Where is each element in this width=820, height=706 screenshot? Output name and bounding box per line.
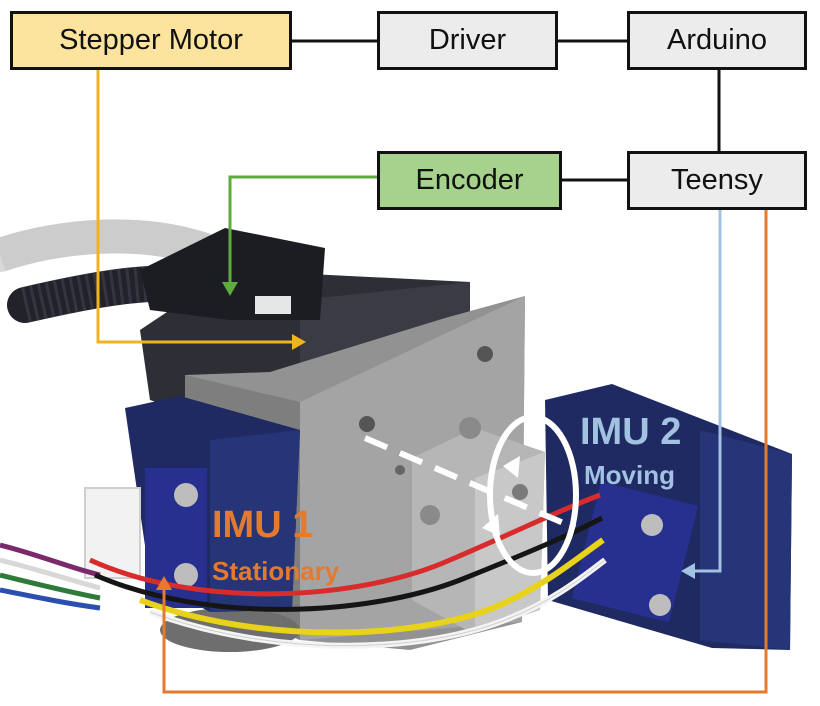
imu1-subtitle: Stationary	[212, 556, 340, 586]
imu2-board	[571, 481, 699, 623]
driver-box: Driver	[377, 11, 558, 70]
wire-bundle-left	[0, 542, 101, 578]
encoder-label: Encoder	[415, 164, 524, 196]
arduino-label: Arduino	[667, 24, 767, 56]
teensy-box: Teensy	[627, 151, 807, 210]
stepper-motor-label: Stepper Motor	[59, 24, 243, 56]
imu2-title: IMU 2	[580, 411, 682, 453]
wire-black	[94, 515, 604, 612]
imu2-subtitle: Moving	[584, 460, 675, 490]
imu1-signal-line	[162, 209, 768, 694]
imu2-signal-line	[693, 209, 722, 573]
imu1-title: IMU 1	[212, 504, 314, 546]
imu2-arrowhead	[681, 563, 695, 579]
encoder-signal-line	[228, 175, 378, 286]
arduino-box: Arduino	[627, 11, 807, 70]
driver-label: Driver	[428, 24, 507, 56]
wire-yellow	[138, 537, 605, 636]
encoder-arrowhead	[222, 282, 238, 296]
teensy-label: Teensy	[671, 164, 763, 196]
rotation-arrow	[487, 414, 579, 576]
gray-cable	[0, 219, 222, 272]
stepper-signal-line	[96, 70, 295, 344]
encoder-box: Encoder	[377, 151, 562, 210]
stepper-motor-box: Stepper Motor	[10, 11, 292, 70]
imu1-arrowhead	[156, 576, 172, 590]
stepper-arrowhead	[292, 334, 306, 350]
rotation-axis	[363, 435, 577, 531]
